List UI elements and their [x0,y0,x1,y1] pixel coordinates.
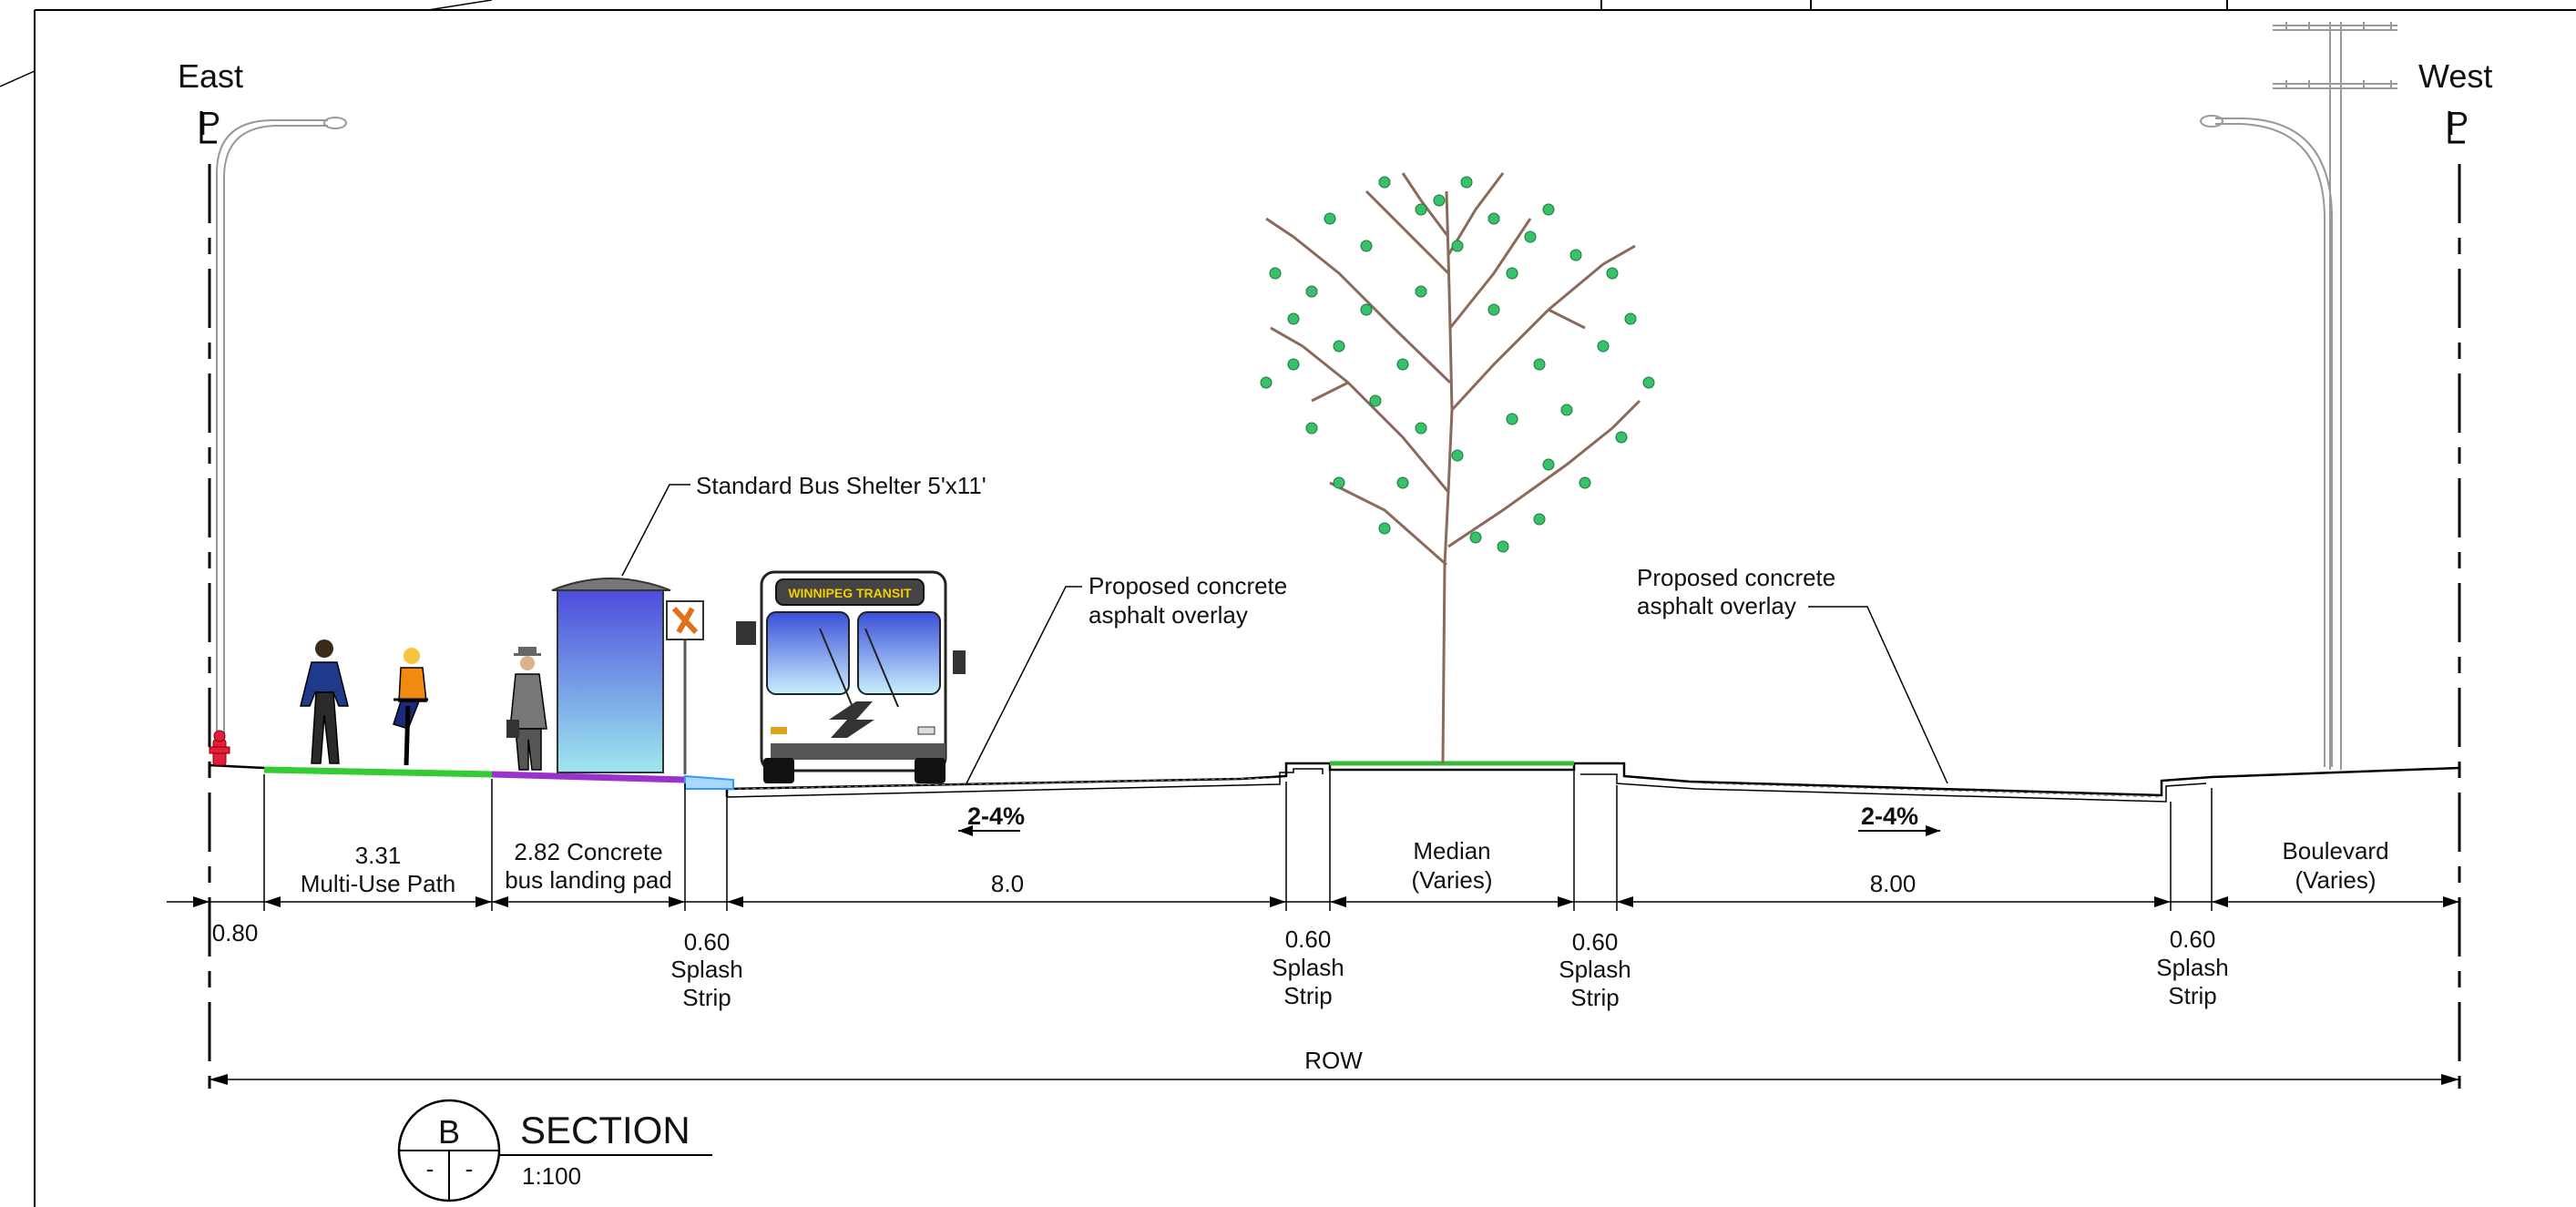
svg-text:0.60: 0.60 [1572,928,1619,956]
multi-use-path-surface [263,766,493,778]
callout-overlay-right: Proposed concrete asphalt overlay [1637,564,1948,784]
section-marker: B - - SECTION 1:100 [397,1099,712,1202]
svg-text:2-4%: 2-4% [1861,803,1918,830]
west-label: West [2418,57,2492,95]
section-letter: B [438,1113,460,1151]
transit-bus-icon: WINNIPEG TRANSIT [736,570,966,783]
section-title: SECTION [520,1109,690,1151]
dimension-lines [167,770,2459,1080]
svg-text:Splash: Splash [2156,954,2229,981]
dim-median-line1: Median [1413,837,1490,864]
property-line-symbol-east: P [199,105,220,144]
slope-indicator-right: 2-4% [1858,803,1940,836]
median-tree-icon [1260,172,1655,764]
splash-strip-surface [684,774,734,790]
dim-boulevard-east: 0.80 [212,919,259,946]
svg-text:Splash: Splash [1272,954,1344,981]
fire-hydrant-icon [209,730,230,766]
utility-pole-icon [2273,22,2397,770]
splash-strip-label-4: 0.60 Splash Strip [2156,926,2229,1009]
bus-stop-sign-icon [666,600,704,774]
streetlight-west-icon [2200,115,2333,767]
bus-pad-surface [491,771,686,783]
svg-text:0.60: 0.60 [1285,926,1332,953]
svg-text:asphalt overlay: asphalt overlay [1089,601,1248,629]
east-label: East [178,57,243,95]
splash-strip-label-3: 0.60 Splash Strip [1559,928,1631,1011]
bus-destination-sign: WINNIPEG TRANSIT [788,586,912,600]
svg-text:Strip: Strip [1283,982,1332,1009]
svg-text:0.60: 0.60 [684,928,731,956]
dim-lane-right: 8.00 [1870,870,1917,897]
dim-median-line2: (Varies) [1411,866,1492,894]
dim-bus-pad-line2: bus landing pad [505,866,672,894]
section-sub-left: - [426,1155,434,1182]
svg-text:2-4%: 2-4% [967,803,1025,830]
svg-text:Strip: Strip [1570,984,1619,1011]
overlay-hatch [737,777,2160,798]
svg-text:Proposed concrete: Proposed concrete [1637,564,1835,591]
splash-strip-label-2: 0.60 Splash Strip [1272,926,1344,1009]
property-line-symbol-west: P [2447,105,2469,144]
dim-multi-use-path-label: Multi-Use Path [301,870,456,897]
dim-boulevard-west-line1: Boulevard [2282,837,2388,864]
dimension-arrows [193,896,2459,1085]
businessman-icon [506,647,547,771]
dim-lane-left: 8.0 [991,870,1024,897]
streetlight-east-icon [216,117,347,765]
callout-bus-shelter-text: Standard Bus Shelter 5'x11' [696,472,986,499]
dim-multi-use-path-value: 3.31 [355,842,402,869]
dim-bus-pad-line1: 2.82 Concrete [514,838,662,865]
slope-indicator-left: 2-4% [958,803,1025,836]
surface-colors [263,761,1574,790]
section-scale: 1:100 [522,1162,581,1190]
svg-text:Splash: Splash [1559,956,1631,983]
callout-overlay-left: Proposed concrete asphalt overlay [965,572,1287,786]
pedestrian-icon [300,639,349,764]
svg-text:0.60: 0.60 [2170,926,2216,953]
svg-text:Strip: Strip [2168,982,2216,1009]
svg-text:asphalt overlay: asphalt overlay [1637,592,1796,619]
callout-bus-shelter: Standard Bus Shelter 5'x11' [621,472,986,577]
svg-text:Proposed concrete: Proposed concrete [1089,572,1287,599]
svg-text:Splash: Splash [670,956,743,983]
cyclist-icon [393,648,428,766]
splash-strip-label-1: 0.60 Splash Strip [670,928,743,1011]
dimension-labels: 0.80 3.31 Multi-Use Path 2.82 Concrete b… [212,837,2389,1074]
dim-row: ROW [1304,1047,1363,1074]
section-sub-right: - [465,1155,474,1182]
svg-text:Strip: Strip [682,984,731,1011]
dim-boulevard-west-line2: (Varies) [2295,866,2376,894]
bus-shelter-icon [551,578,671,773]
